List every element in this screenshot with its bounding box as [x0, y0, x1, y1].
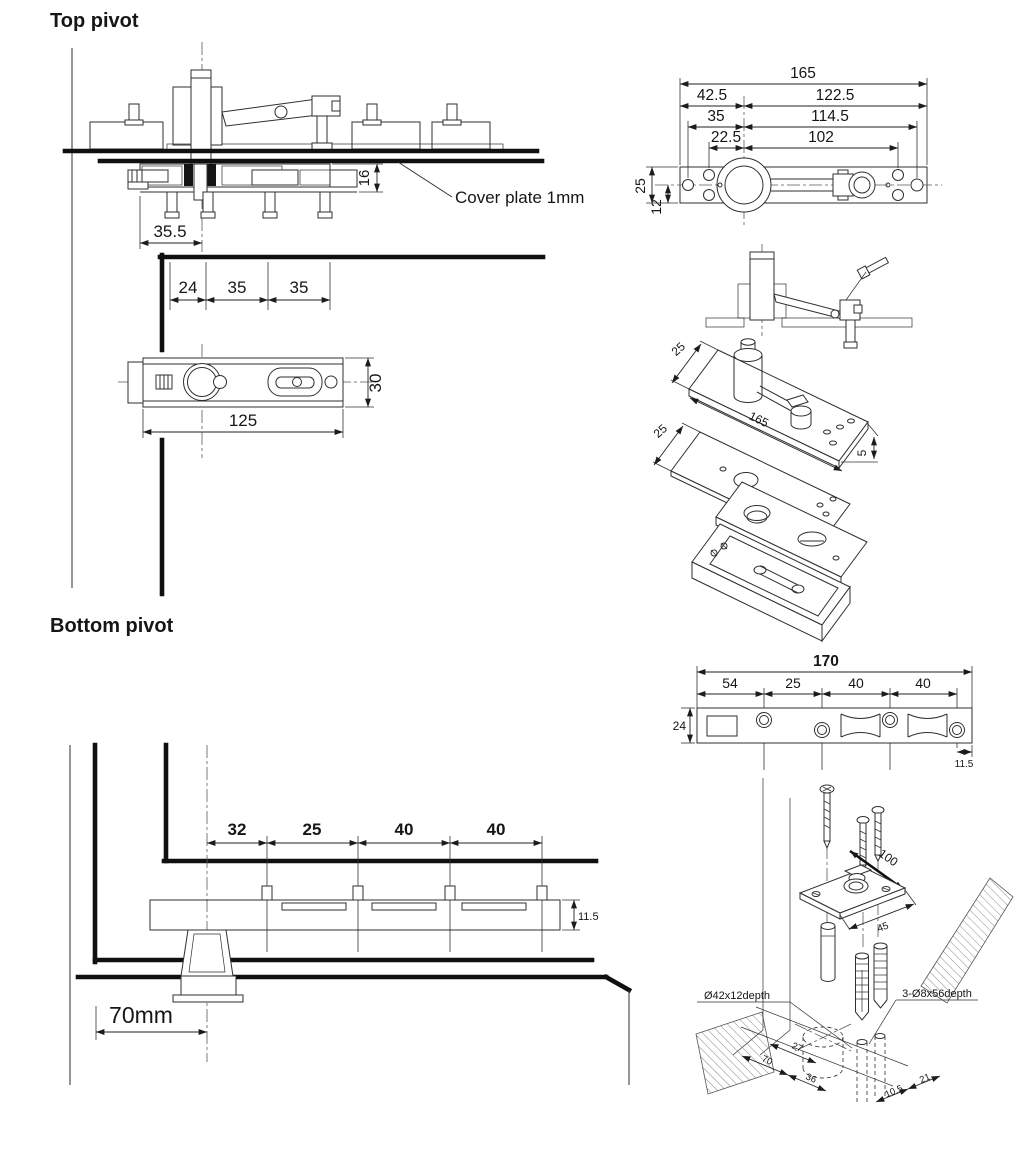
ceiling-studs — [124, 103, 462, 126]
exploded-housing-channel — [691, 523, 851, 643]
dim-label: 102 — [808, 129, 834, 146]
dim-floor-offset: 70mm — [95, 1002, 208, 1040]
dim-label: 40 — [848, 675, 864, 691]
wall-hatch-right — [920, 877, 1014, 1004]
top-pivot-section-view: 16 Cover plate 1mm 35.5 24 35 3 — [62, 42, 584, 597]
dim-label: 30 — [366, 374, 385, 393]
dim-label: 5 — [855, 449, 869, 456]
dim-label: 35.5 — [153, 222, 186, 241]
cover-plate-callout: Cover plate 1mm — [397, 161, 584, 207]
dim-label: 32 — [228, 820, 247, 839]
dim-label: 27 — [790, 1041, 804, 1055]
bottom-pivot-boss — [172, 929, 244, 1003]
dim-label: 165 — [790, 65, 816, 82]
dim-label: 125 — [229, 411, 257, 430]
dim-label: 35 — [707, 108, 724, 125]
floor-plate-iso — [798, 864, 907, 920]
dim-label: 70 — [760, 1054, 774, 1068]
recess-label: Ø42x12depth — [704, 990, 770, 1002]
floor-recess — [794, 1023, 886, 1102]
dim-label: 114.5 — [811, 108, 849, 125]
dim-label: 25 — [303, 820, 322, 839]
dim-label: 11.5 — [955, 759, 974, 770]
dim-label: 170 — [813, 653, 839, 670]
install-small-dims: 27 70 36 10.5 21 — [741, 1041, 941, 1103]
dim-label: 122.5 — [816, 87, 855, 104]
dim-label: 54 — [722, 675, 738, 691]
dim-plate-height: 11.5 — [562, 899, 599, 931]
dim-label: 40 — [395, 820, 414, 839]
dim-exploded-thickness: 5 — [841, 423, 879, 463]
cover-plate-label: Cover plate 1mm — [455, 188, 584, 207]
dim-label: 12 — [648, 199, 664, 215]
top-pivot-mechanism — [172, 69, 341, 169]
bottom-plate-section — [149, 885, 561, 931]
dim-label: 40 — [915, 675, 931, 691]
dim-label: 45 — [876, 920, 891, 934]
dim-chain-32-25-40-40: 32 25 40 40 — [206, 820, 543, 952]
dim-housing-depth: 16 — [332, 163, 383, 193]
dim-label: 36 — [804, 1072, 818, 1086]
loose-screw-icon — [856, 256, 890, 280]
top-pivot-housing-section — [127, 163, 358, 219]
housing-bolts — [164, 191, 333, 219]
dim-strip-width: 24 — [673, 707, 695, 744]
dim-plate-width-45: 45 — [839, 889, 917, 935]
top-pivot-exploded-iso: 25 165 5 25 — [651, 244, 913, 643]
dim-label: 25 — [669, 339, 689, 359]
dim-label: 24 — [673, 719, 687, 733]
dim-label: 40 — [487, 820, 506, 839]
dim-label: 35 — [290, 278, 309, 297]
dim-label: 70mm — [109, 1002, 173, 1028]
dim-label: 16 — [356, 170, 373, 187]
top-pivot-body-plan: 30 125 — [118, 344, 385, 458]
dim-label: 11.5 — [578, 911, 599, 923]
dim-label: 25 — [785, 675, 801, 691]
anchors-label: 3-Ø8x56depth — [902, 988, 972, 1000]
dim-offset-35-5: 35.5 — [139, 196, 203, 249]
anchors-callout: 3-Ø8x56depth — [868, 988, 978, 1045]
bottom-pivot-install-iso: 100 45 — [695, 778, 1014, 1103]
dim-label: 22.5 — [711, 129, 741, 146]
bottom-pivot-plate-plan: 170 54 25 40 40 24 11.5 — [673, 653, 974, 770]
top-pivot-heading: Top pivot — [50, 10, 139, 32]
dim-label: 25 — [651, 421, 671, 441]
floor-hatch-left — [695, 1011, 775, 1095]
wall-anchors — [820, 922, 888, 1021]
dim-label: 42.5 — [697, 87, 727, 104]
bottom-pivot-heading: Bottom pivot — [50, 615, 174, 637]
dim-label: 21 — [918, 1072, 932, 1086]
dim-label: 25 — [632, 178, 648, 194]
dim-label: 24 — [179, 278, 198, 297]
exploded-elevation — [705, 244, 913, 349]
top-pivot-plate-plan: 165 42.5 122.5 35 114.5 22.5 102 25 12 — [632, 65, 942, 228]
bottom-pivot-section-view: 32 25 40 40 11.5 — [69, 742, 633, 1085]
dim-strip-edge: 11.5 — [955, 745, 974, 770]
plate-plan-dimensions: 165 42.5 122.5 35 114.5 22.5 102 25 12 — [632, 65, 928, 215]
recess-callout: Ø42x12depth — [697, 990, 853, 1049]
dim-label: 10.5 — [883, 1083, 904, 1100]
dim-label: 35 — [228, 278, 247, 297]
dim-chain-24-35-35: 24 35 35 — [169, 262, 331, 310]
